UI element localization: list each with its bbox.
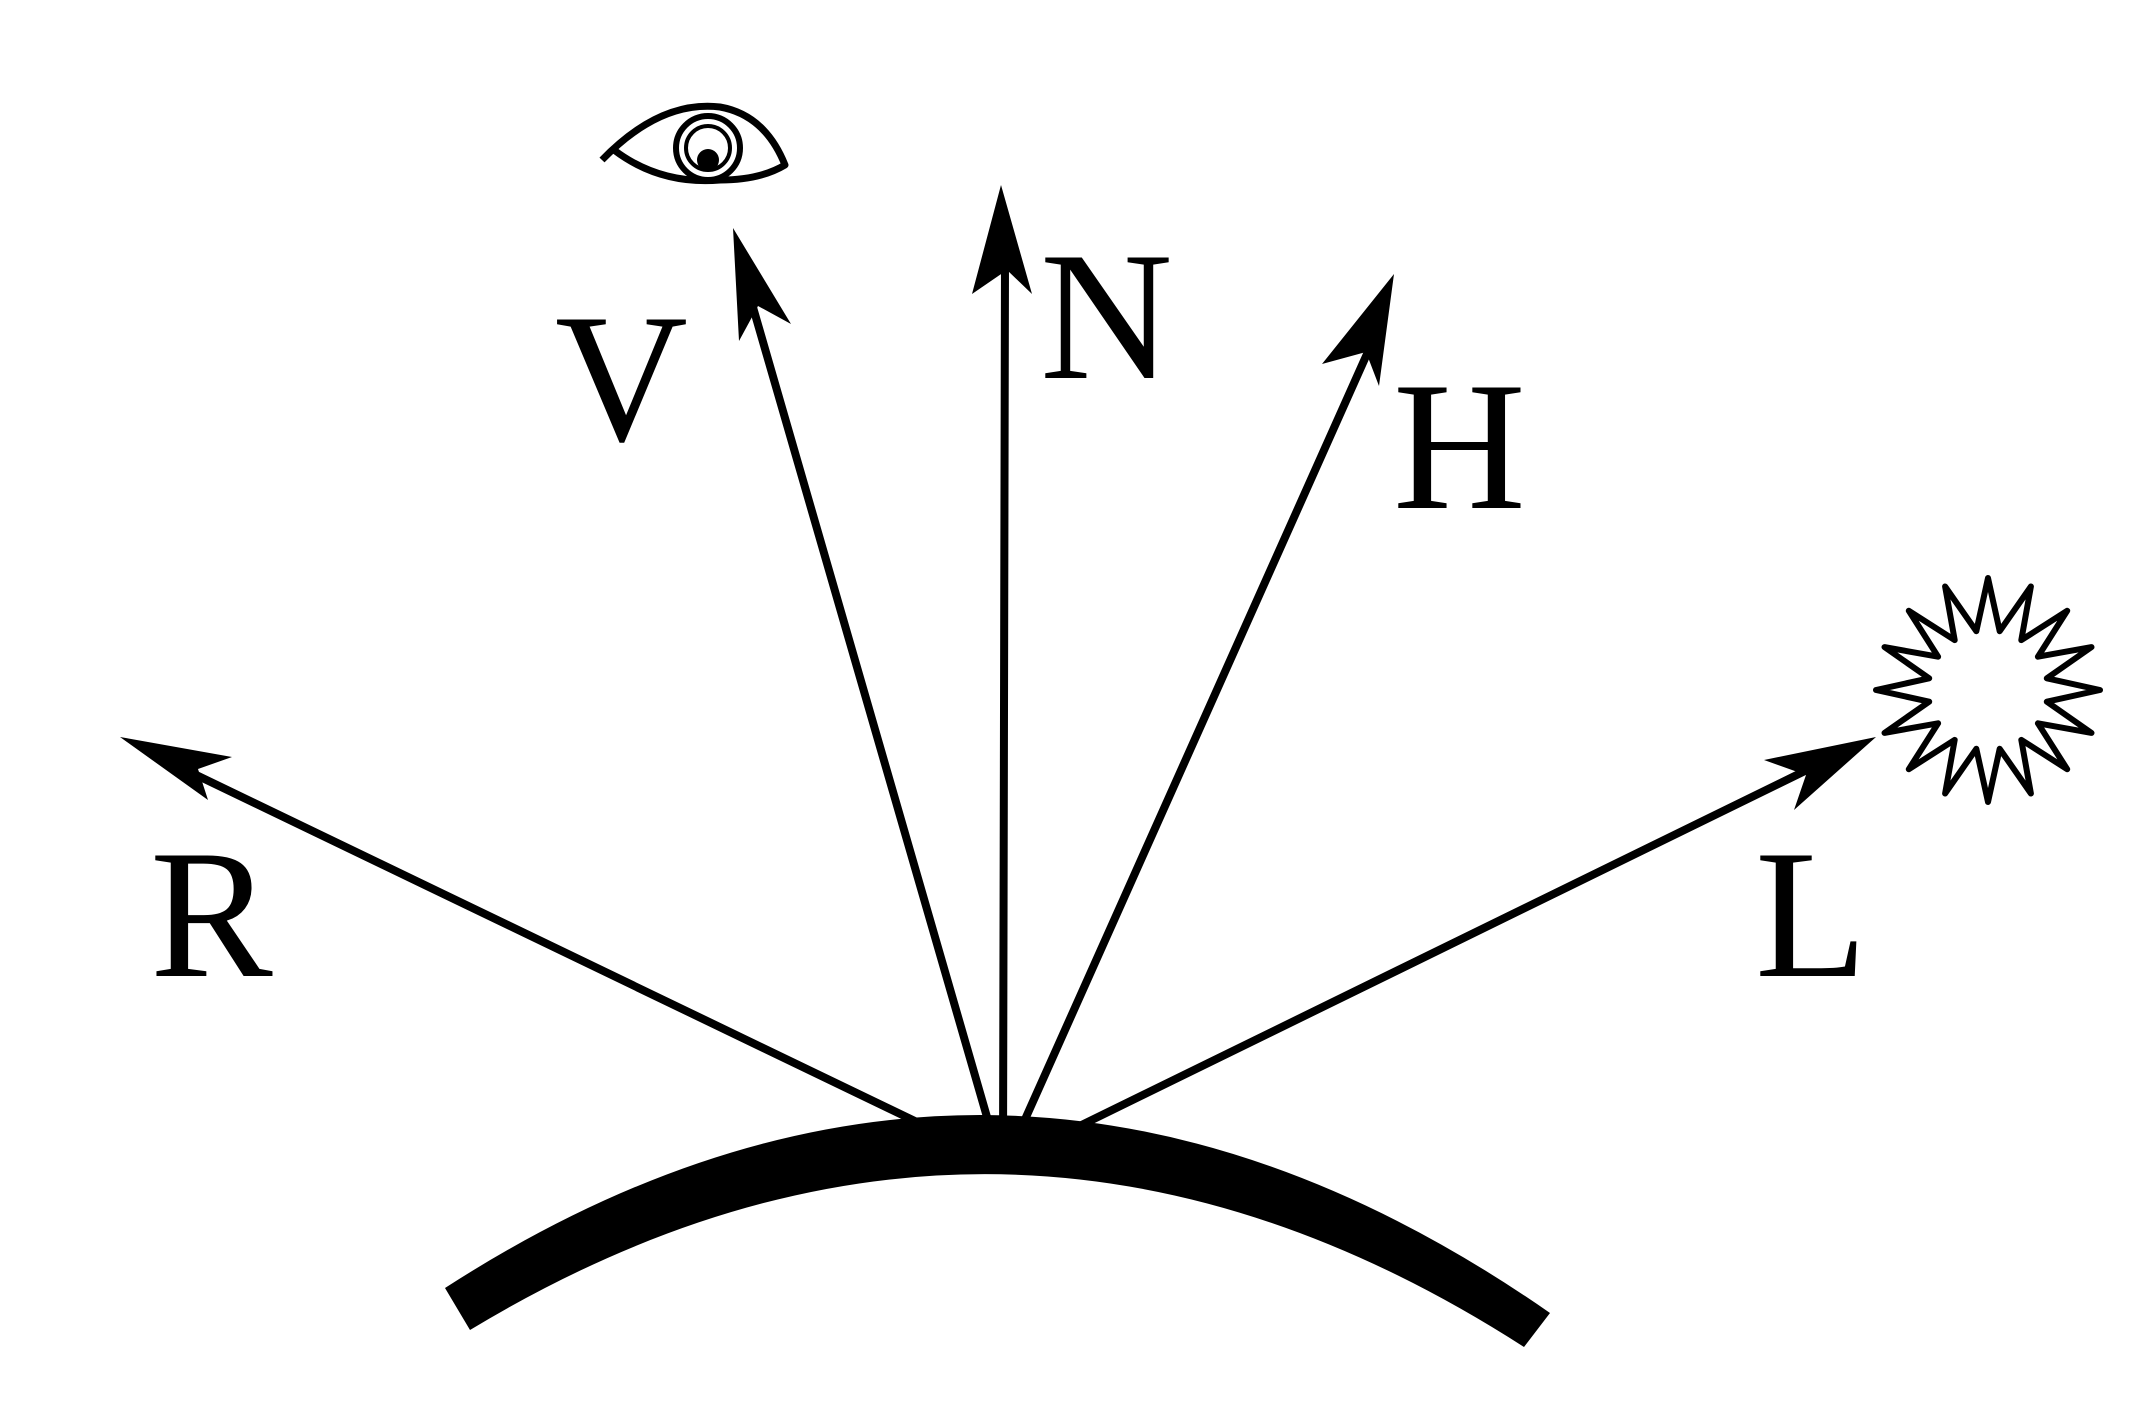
- view-vector-shaft: [744, 286, 1004, 1166]
- light-burst-icon: [1873, 575, 2103, 805]
- label-light: L: [1755, 812, 1867, 1016]
- halfway-vector-shaft: [1002, 341, 1375, 1166]
- label-view: V: [555, 276, 688, 480]
- eye-icon: [599, 102, 789, 185]
- reflection-vector: [120, 737, 1004, 1166]
- view-vector: [733, 228, 1004, 1166]
- label-normal: N: [1040, 214, 1173, 418]
- reflection-arrowhead: [120, 737, 232, 800]
- reflective-surface: [445, 1115, 1550, 1347]
- normal-arrowhead: [972, 185, 1032, 294]
- normal-vector: [972, 185, 1032, 1166]
- label-halfway: H: [1393, 344, 1526, 548]
- halfway-vector: [1002, 274, 1394, 1166]
- light-vector: [1002, 737, 1876, 1166]
- halfway-arrowhead: [1322, 274, 1394, 386]
- reflection-vector-shaft: [186, 768, 1004, 1166]
- view-arrowhead: [733, 228, 791, 341]
- light-vector-shaft: [1002, 764, 1815, 1166]
- light-arrowhead: [1764, 737, 1876, 810]
- label-reflection: R: [150, 812, 273, 1016]
- normal-vector-shaft: [999, 256, 1009, 1166]
